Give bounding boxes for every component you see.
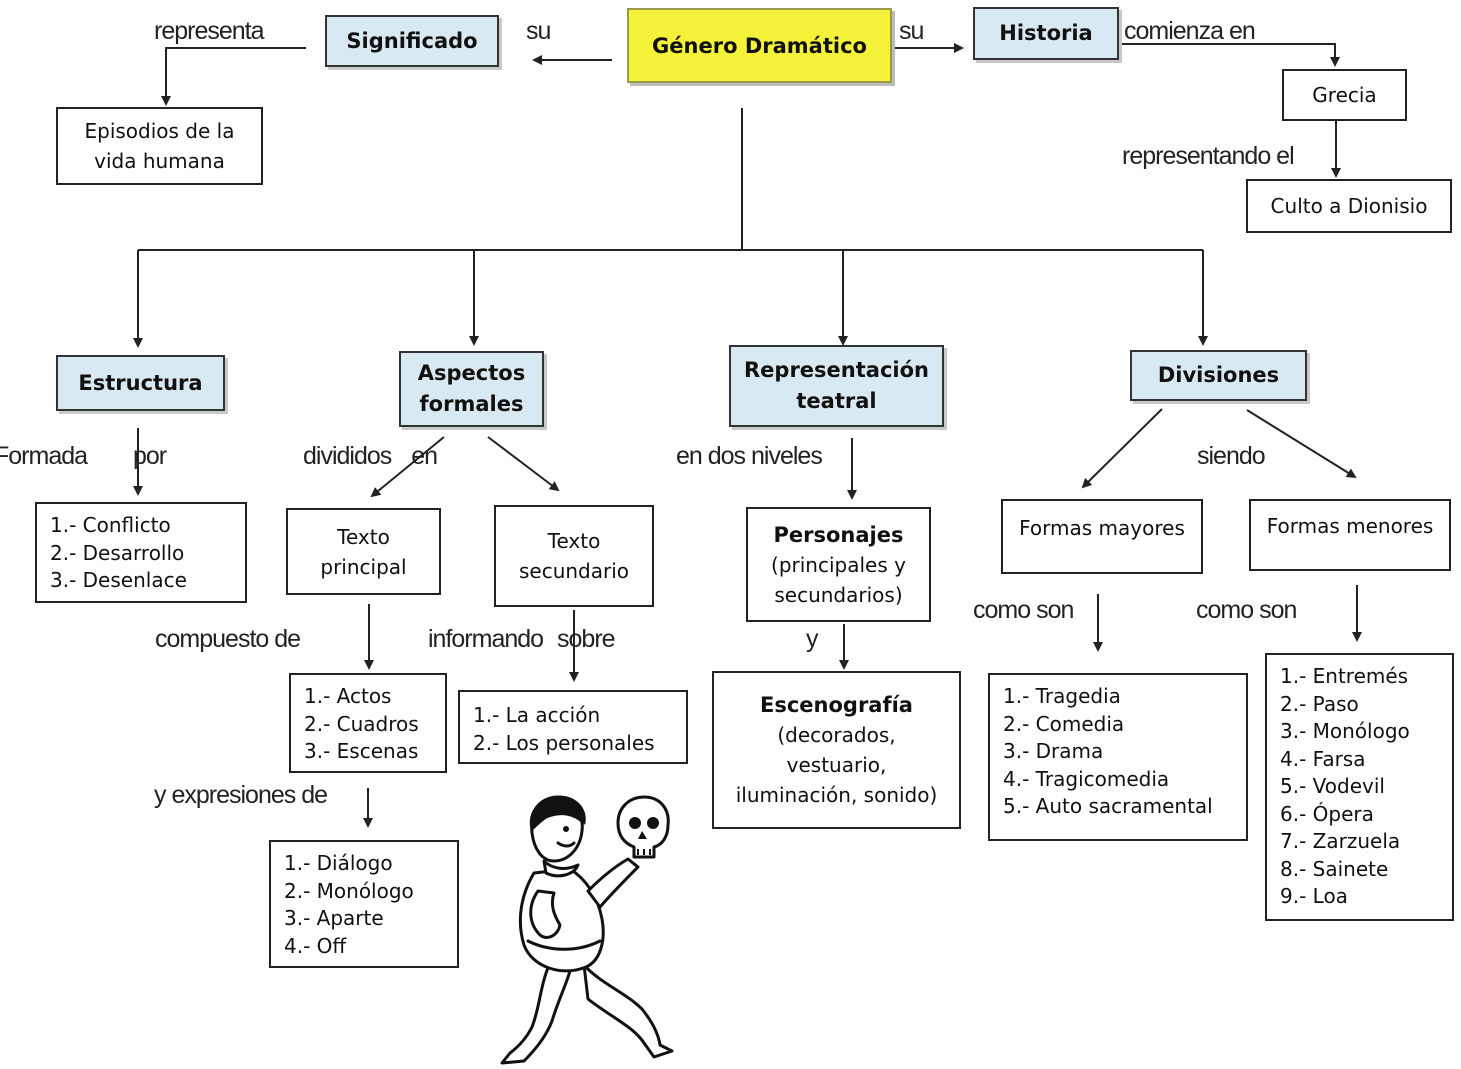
list-item: 3.- Aparte [284,906,384,930]
texto-secundario-line-1: Texto [547,529,601,553]
box-grecia: Grecia [1282,69,1407,121]
link-label-divididos-en: divididos en [303,442,438,470]
list-item: 2.- Monólogo [284,878,414,903]
box-escenografia: Escenografía (decorados, vestuario, ilum… [712,671,961,829]
list-item: 1.- La acción [473,703,601,727]
arrow-historia-to-grecia [1122,43,1340,67]
list-item: 1.- Actos [304,684,392,708]
list-item: 5.- Auto sacramental [1003,794,1213,818]
box-texto-principal: Texto principal [286,508,441,595]
list-item: 3.- Escenas [304,739,419,763]
list-item: 2.- Paso [1280,691,1359,716]
link-label-comienza-en: comienza en [1124,17,1256,45]
list-item: 9.- Loa [1280,884,1348,908]
link-label-y: y [806,625,818,653]
list-item: 7.- Zarzuela [1280,829,1401,853]
escenografia-detail-3: iluminación, sonido) [735,783,938,807]
box-episodios: Episodios de la vida humana [56,107,263,185]
link-label-compuesto-de: compuesto de [155,625,301,653]
list-texto-secundario: 1.- La acción 2.- Los personales [458,690,688,764]
arrow-significado-to-episodios [161,47,306,106]
concept-significado: Significado [325,15,499,67]
list-item: 2.- Los personales [473,730,655,755]
texto-principal-line-2: principal [320,554,407,579]
episodios-line-1: Episodios de la [84,119,235,143]
texto-principal-line-1: Texto [337,524,390,549]
concept-divisiones: Divisiones [1130,350,1307,401]
link-label-como-son-menores: como son [1196,596,1297,624]
box-personajes: Personajes (principales y secundarios) [746,507,931,622]
arrow-divisiones-to-menores [1246,409,1357,479]
list-item: 1.- Entremés [1280,664,1409,688]
box-texto-secundario: Texto secundario [494,505,654,607]
concept-aspectos-formales: Aspectos formales [399,351,544,427]
aspectos-line-2: formales [419,392,524,416]
escenografia-detail-2: vestuario, [786,753,887,777]
list-item: 4.- Off [284,933,347,958]
personajes-detail-1: (principales y [771,552,906,577]
list-item: 3.- Drama [1003,739,1104,763]
list-formas-menores: 1.- Entremés 2.- Paso 3.- Monólogo 4.- F… [1265,653,1454,921]
representacion-line-1: Representación [744,358,929,382]
box-formas-menores: Formas menores [1249,499,1451,571]
box-formas-mayores: Formas mayores [1001,499,1203,574]
personajes-detail-2: secundarios) [774,582,903,607]
link-label-formada-por: Formada por [0,442,167,470]
link-label-y-expresiones-de: y expresiones de [154,781,328,809]
link-label-como-son-mayores: como son [973,596,1074,624]
concept-estructura: Estructura [56,355,225,411]
box-culto-dionisio: Culto a Dionisio [1246,179,1452,233]
list-item: 2.- Cuadros [304,711,419,736]
list-item: 3.- Desenlace [50,568,187,592]
list-formas-mayores: 1.- Tragedia 2.- Comedia 3.- Drama 4.- T… [988,673,1248,841]
list-item: 3.- Monólogo [1280,719,1410,743]
list-item: 2.- Comedia [1003,711,1125,736]
link-label-en-dos-niveles: en dos niveles [676,442,823,470]
list-item: 2.- Desarrollo [50,540,185,565]
personajes-title: Personajes [773,522,904,547]
list-item: 6.- Ópera [1280,801,1374,826]
escenografia-detail-1: (decorados, [777,723,896,747]
escenografia-title: Escenografía [760,693,913,717]
link-label-su-right: su [899,17,924,45]
link-label-siendo: siendo [1197,442,1266,470]
link-label-representando-el: representando el [1122,142,1295,170]
arrow-aspectos-to-secundario [487,436,560,492]
episodios-line-2: vida humana [94,149,225,173]
list-item: 8.- Sainete [1280,856,1389,881]
link-label-su-left: su [526,17,551,45]
list-item: 4.- Tragicomedia [1003,766,1170,791]
list-item: 1.- Tragedia [1003,684,1121,708]
list-item: 4.- Farsa [1280,746,1366,771]
list-estructura: 1.- Conflicto 2.- Desarrollo 3.- Desenla… [35,502,247,603]
arrow-aspectos-to-principal [370,436,445,498]
concept-historia: Historia [973,7,1119,60]
root-genero-dramatico: Género Dramático [627,8,892,83]
concept-representacion-teatral: Representación teatral [729,345,944,427]
list-item: 1.- Diálogo [284,851,393,875]
list-item: 5.- Vodevil [1280,774,1385,798]
texto-secundario-line-2: secundario [518,559,630,583]
arrow-divisiones-to-mayores [1081,408,1163,489]
list-expresiones: 1.- Diálogo 2.- Monólogo 3.- Aparte 4.- … [269,840,459,968]
list-item: 1.- Conflicto [50,513,171,537]
link-label-informando-sobre: informando sobre [428,625,616,653]
link-label-representa: representa [154,17,265,45]
list-texto-principal: 1.- Actos 2.- Cuadros 3.- Escenas [289,673,447,773]
aspectos-line-1: Aspectos [417,361,526,385]
representacion-line-2: teatral [796,389,877,413]
actor-holding-skull-icon [500,795,674,1065]
